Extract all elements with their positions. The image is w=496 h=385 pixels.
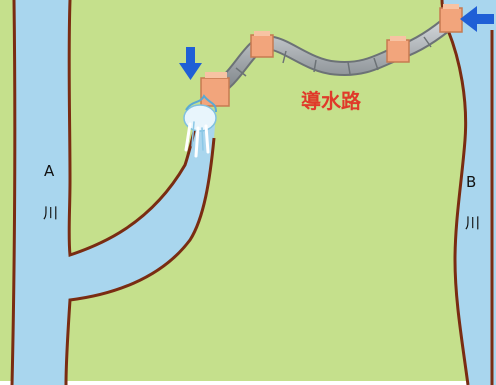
water-splash-icon <box>183 94 217 158</box>
aqueduct-joint-outlet <box>200 72 230 107</box>
river-a-right-bank-upper <box>67 0 199 258</box>
arrow-left-icon <box>460 6 494 32</box>
aqueduct-joint-intake <box>439 4 463 33</box>
aqueduct-joint-1 <box>250 31 274 58</box>
aqueduct-pipe <box>206 14 458 98</box>
arrow-down-icon <box>179 47 202 80</box>
river-a-water <box>12 0 215 385</box>
river-a-kanji: 川 <box>43 204 58 222</box>
river-b-water <box>442 0 496 385</box>
bottom-border <box>0 381 496 385</box>
aqueduct-label: 導水路 <box>301 89 362 113</box>
river-b-letter: B <box>466 173 476 191</box>
aqueduct-joint-2 <box>386 36 410 63</box>
river-a-right-bank-lower <box>64 137 216 385</box>
river-b-kanji: 川 <box>465 214 480 232</box>
pipe-segment-rings <box>235 36 432 77</box>
river-a-left-bank <box>10 0 17 385</box>
river-a-letter: A <box>44 162 55 180</box>
